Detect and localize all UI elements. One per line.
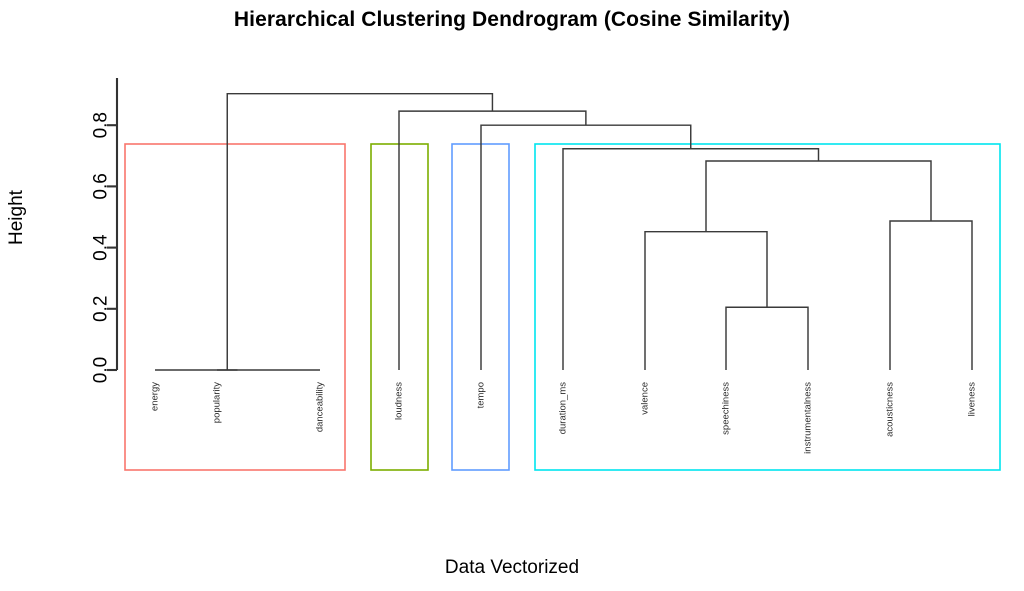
leaf-label-tempo: tempo xyxy=(476,382,487,408)
x-axis-title: Data Vectorized xyxy=(444,557,580,578)
cluster-box-cluster-1 xyxy=(124,143,346,471)
leaf-label-duration_ms: duration_ms xyxy=(558,382,569,435)
y-tick-label: 0.4 xyxy=(91,234,112,261)
dendrogram-links xyxy=(155,92,973,371)
leaf-label-loudness: loudness xyxy=(394,382,405,420)
leaf-label-acousticness: acousticness xyxy=(885,382,896,437)
leaf-label-valence: valence xyxy=(640,382,651,415)
dendrogram-link-m9 xyxy=(398,110,587,370)
y-tick-label: 0.2 xyxy=(91,296,112,322)
leaf-label-instrumentalness: instrumentalness xyxy=(803,382,814,454)
leaf-labels: energy popularity danceability loudness temp… xyxy=(150,382,978,454)
dendrogram-link-m7 xyxy=(562,148,820,370)
leaf-label-liveness: liveness xyxy=(967,382,978,417)
leaf-label-speechiness: speechiness xyxy=(721,382,732,435)
y-tick-labels: 0.0 0.2 0.4 0.6 0.8 xyxy=(91,112,112,383)
leaf-label-popularity: popularity xyxy=(212,382,223,423)
cluster-box-cluster-4 xyxy=(534,143,1001,471)
dendrogram-link-m8 xyxy=(480,124,692,370)
leaf-label-energy: energy xyxy=(150,382,161,411)
page-title: Hierarchical Clustering Dendrogram (Cosi… xyxy=(233,8,791,31)
y-axis xyxy=(107,78,119,372)
dendrogram-link-m10 xyxy=(226,92,494,370)
dendrogram-link-m4 xyxy=(644,230,768,370)
y-tick-label: 0.6 xyxy=(91,173,112,199)
dendrogram-link-m3 xyxy=(725,306,809,370)
y-tick-label: 0.0 xyxy=(91,357,112,383)
y-tick-label: 0.8 xyxy=(91,112,112,138)
dendrogram-link-m5 xyxy=(889,220,973,370)
leaf-label-danceability: danceability xyxy=(315,382,326,432)
